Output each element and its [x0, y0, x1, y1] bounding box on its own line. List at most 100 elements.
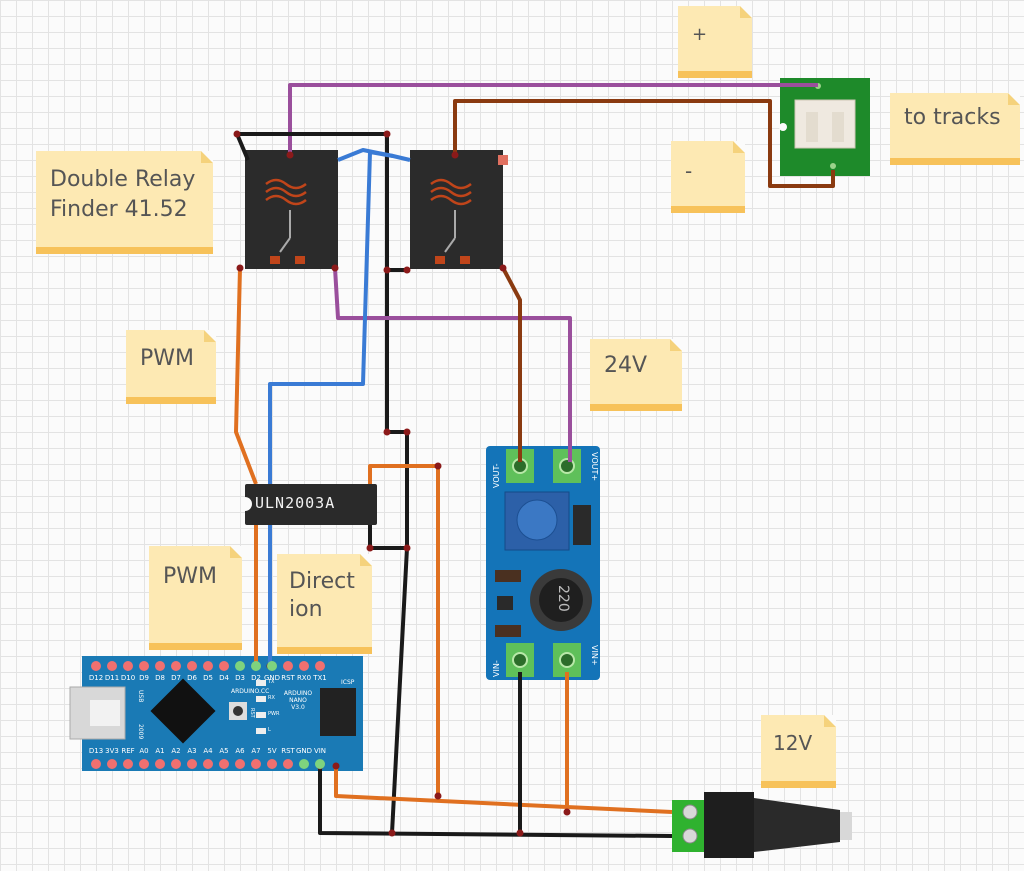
arduino-bottom-pin[interactable] [203, 759, 213, 769]
arduino-brand-label: ARDUINO.CC [231, 688, 270, 695]
wire-joint [366, 544, 374, 552]
note-24v-text: 24V [604, 353, 648, 378]
note-minus-text: - [685, 159, 693, 183]
note-minus[interactable]: - [671, 141, 745, 213]
wire-plus-purple[interactable] [288, 83, 818, 155]
wire-joint [286, 151, 294, 159]
arduino-top-pin[interactable] [251, 661, 261, 671]
arduino-top-pin-label: D12 [89, 674, 103, 682]
relay-1[interactable] [245, 150, 338, 269]
uln2003a-chip[interactable]: ULN2003A [244, 484, 377, 525]
arduino-bottom-pin-label: 3V3 [105, 747, 119, 755]
arduino-top-pin[interactable] [299, 661, 309, 671]
track-connector[interactable] [779, 78, 870, 176]
wire-joint [233, 130, 241, 138]
wire-chip-orange[interactable] [368, 464, 440, 796]
wire-joint [403, 428, 411, 436]
arduino-top-pin[interactable] [203, 661, 213, 671]
note-plus[interactable]: + [678, 6, 752, 78]
wire-pwm-orange-upper[interactable] [234, 267, 258, 485]
wire-joint [434, 462, 442, 470]
wire-joint [236, 264, 244, 272]
arduino-bottom-pin[interactable] [219, 759, 229, 769]
wire-minus-brown[interactable] [453, 99, 835, 188]
arduino-bottom-pin[interactable] [315, 759, 325, 769]
wire-joint [434, 792, 442, 800]
arduino-bottom-pin[interactable] [299, 759, 309, 769]
note-direction[interactable]: Direct ion [277, 554, 372, 654]
note-pwm-top-text: PWM [140, 346, 195, 371]
arduino-bottom-pin[interactable] [123, 759, 133, 769]
arduino-top-pin[interactable] [235, 661, 245, 671]
arduino-bottom-pin-label: A2 [171, 747, 180, 755]
arduino-top-pin-label: D10 [121, 674, 135, 682]
arduino-top-pin[interactable] [171, 661, 181, 671]
arduino-bottom-pin-label: D13 [89, 747, 103, 755]
relay-2[interactable] [410, 150, 508, 269]
arduino-bottom-pin[interactable] [155, 759, 165, 769]
wire-joint [563, 808, 571, 816]
wire-joint [383, 266, 391, 274]
wire-relay-brown-24v[interactable] [501, 267, 522, 462]
arduino-top-pin[interactable] [91, 661, 101, 671]
arduino-top-pin-label: GND [264, 674, 280, 682]
arduino-nano[interactable] [69, 656, 363, 771]
boost-converter[interactable] [486, 446, 600, 680]
arduino-bottom-pin[interactable] [91, 759, 101, 769]
arduino-bottom-pin-label: A7 [251, 747, 260, 755]
arduino-led-pwr: PWR [268, 711, 280, 717]
arduino-bottom-pin[interactable] [171, 759, 181, 769]
chip-notch [244, 497, 252, 511]
dc-jack[interactable] [672, 792, 852, 858]
note-to-tracks[interactable]: to tracks [890, 93, 1020, 165]
arduino-top-pin[interactable] [155, 661, 165, 671]
wire-blue-coil[interactable] [337, 148, 394, 162]
arduino-bottom-pin[interactable] [107, 759, 117, 769]
arduino-top-pin[interactable] [123, 661, 133, 671]
note-double-relay[interactable]: Double Relay Finder 41.52 [36, 151, 213, 254]
arduino-top-pin[interactable] [219, 661, 229, 671]
arduino-bottom-pin[interactable] [283, 759, 293, 769]
arduino-top-pin-label: D2 [251, 674, 261, 682]
wire-joint [499, 264, 507, 272]
arduino-top-pin[interactable] [107, 661, 117, 671]
wire-vin-orange[interactable] [334, 766, 673, 814]
wire-gnd-black[interactable] [318, 766, 673, 838]
wire-joint [403, 266, 411, 274]
arduino-bottom-pin-label: REF [121, 747, 134, 755]
arduino-bottom-pin[interactable] [187, 759, 197, 769]
arduino-top-pin[interactable] [267, 661, 277, 671]
wire-relay-purple-24v[interactable] [333, 267, 572, 462]
arduino-top-pin[interactable] [283, 661, 293, 671]
note-plus-text: + [692, 24, 708, 45]
arduino-top-pin-label: D11 [105, 674, 119, 682]
arduino-bottom-pin-label: A0 [139, 747, 148, 755]
arduino-led-l: L [268, 727, 271, 733]
arduino-top-pin-label: D7 [171, 674, 181, 682]
arduino-icsp-label: ICSP [341, 679, 355, 686]
chip-label: ULN2003A [255, 494, 336, 512]
note-double-relay-text: Double Relay Finder 41.52 [50, 167, 196, 222]
note-12v[interactable]: 12V [761, 715, 836, 788]
note-pwm-bottom[interactable]: PWM [149, 546, 242, 650]
arduino-bottom-pin-label: A1 [155, 747, 164, 755]
arduino-top-pin[interactable] [315, 661, 325, 671]
wire-joint [516, 829, 524, 837]
wire-joint [451, 151, 459, 159]
wire-chip-black[interactable] [368, 525, 407, 550]
wire-relay-black-down[interactable] [385, 270, 409, 834]
arduino-bottom-pin-label: A6 [235, 747, 245, 755]
arduino-led-rx: RX [268, 695, 275, 701]
note-pwm-top[interactable]: PWM [126, 330, 216, 404]
arduino-led-tx: TX [268, 679, 275, 685]
note-pwm-bottom-text: PWM [163, 564, 218, 589]
note-24v[interactable]: 24V [590, 339, 682, 411]
arduino-top-pin[interactable] [187, 661, 197, 671]
arduino-bottom-pin[interactable] [267, 759, 277, 769]
arduino-top-pin[interactable] [139, 661, 149, 671]
arduino-bottom-pin[interactable] [235, 759, 245, 769]
wire-blue-dir[interactable] [268, 150, 411, 484]
arduino-top-pin-label: TX1 [312, 674, 327, 682]
arduino-bottom-pin[interactable] [251, 759, 261, 769]
arduino-bottom-pin[interactable] [139, 759, 149, 769]
